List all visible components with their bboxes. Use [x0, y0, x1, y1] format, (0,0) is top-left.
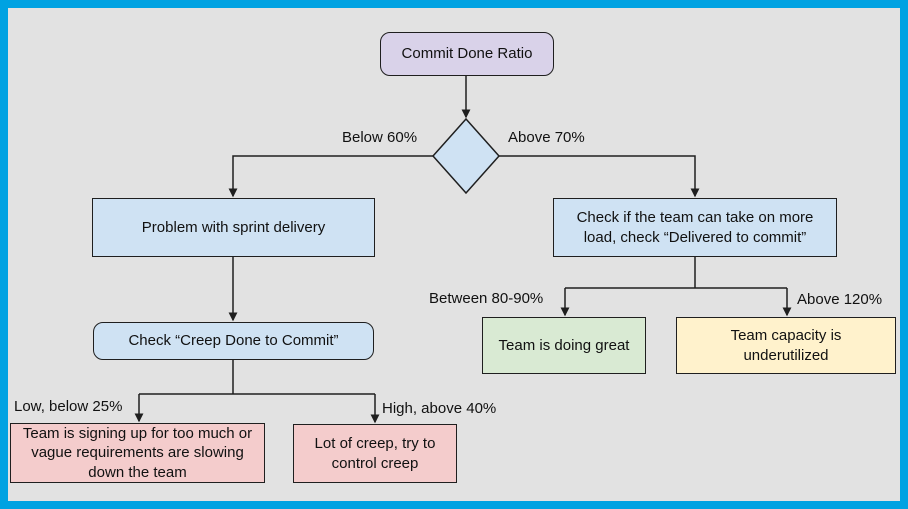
node-take-more-label: Check if the team can take on more load,…: [576, 209, 814, 246]
node-check-creep-done-to-commit: Check “Creep Done to Commit”: [93, 322, 374, 360]
edge-label-high-above-40: High, above 40%: [382, 400, 497, 417]
node-too-much-label: Team is signing up for too much or vague…: [22, 424, 253, 481]
edge-label-below-60: Below 60%: [342, 129, 418, 146]
edge-label-between-80-90: Between 80-90%: [429, 290, 544, 307]
decision-diamond: [431, 117, 501, 195]
node-problem-with-sprint-delivery: Problem with sprint delivery: [92, 198, 375, 257]
node-team-capacity-underutilized: Team capacity is underutilized: [676, 317, 896, 374]
node-check-take-on-more-load: Check if the team can take on more load,…: [553, 198, 837, 257]
node-signing-up-too-much: Team is signing up for too much or vague…: [10, 423, 265, 483]
node-team-doing-great: Team is doing great: [482, 317, 646, 374]
node-check-creep-label: Check “Creep Done to Commit”: [128, 332, 339, 350]
edge-label-low-below-25: Low, below 25%: [14, 398, 123, 415]
edge-decision-to-problem: [228, 155, 433, 198]
edge-take-more-splitter: [565, 257, 787, 289]
edge-check-creep-splitter: [139, 360, 375, 395]
node-lot-of-creep: Lot of creep, try to control creep: [293, 424, 457, 483]
node-doing-great-label: Team is doing great: [498, 336, 630, 354]
node-commit-done-ratio-label: Commit Done Ratio: [401, 45, 533, 63]
node-commit-done-ratio: Commit Done Ratio: [380, 32, 554, 76]
node-lot-creep-label: Lot of creep, try to control creep: [314, 435, 436, 472]
edge-label-above-70: Above 70%: [508, 129, 585, 146]
edge-label-above-120: Above 120%: [797, 291, 883, 308]
edge-decision-to-take-more: [499, 155, 700, 198]
node-underutilized-label: Team capacity is underutilized: [730, 327, 842, 364]
node-problem-label: Problem with sprint delivery: [141, 218, 326, 236]
